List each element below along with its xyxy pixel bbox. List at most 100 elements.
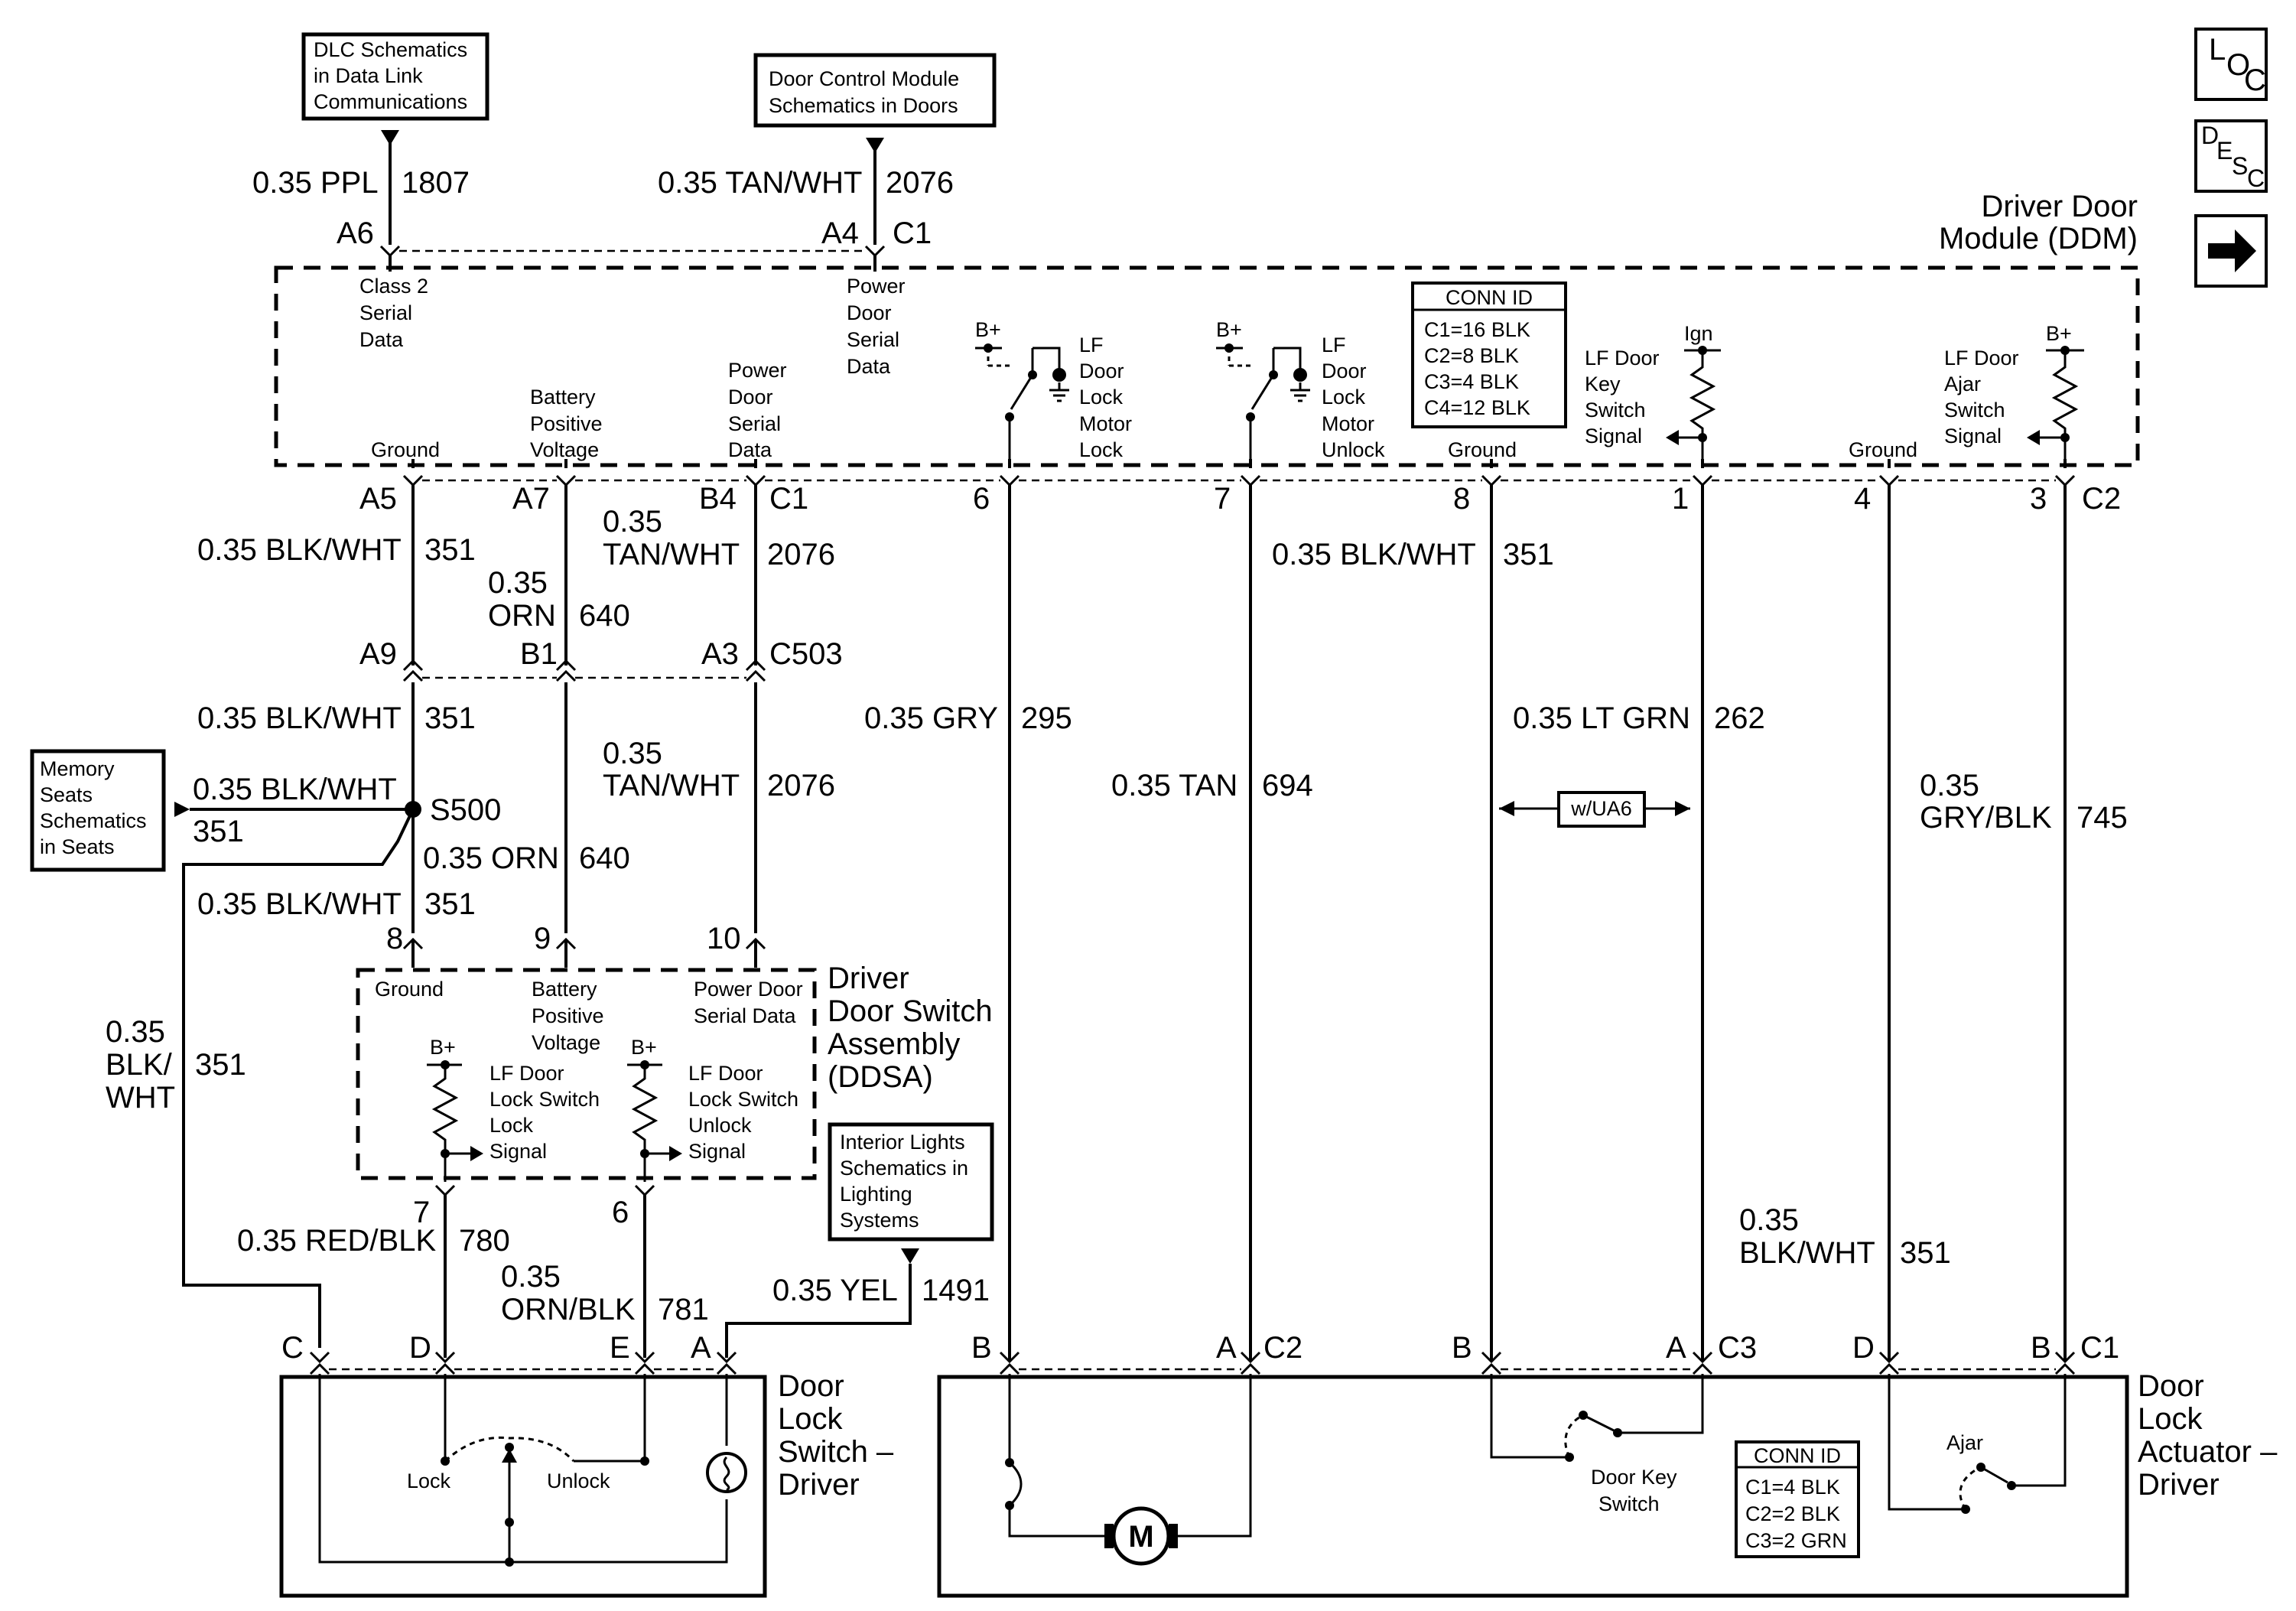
pin-b1: B1 bbox=[520, 637, 558, 671]
pin-a3: A3 bbox=[701, 637, 739, 671]
wire-351-circuit: 351 bbox=[1503, 538, 1554, 571]
next-page-button[interactable] bbox=[2194, 214, 2268, 288]
loc-letter-o: O bbox=[2226, 48, 2250, 82]
actuator-conn-id-row: C2=2 BLK bbox=[1745, 1502, 1840, 1525]
wire-745-circuit: 745 bbox=[2076, 801, 2128, 835]
pin-d: D bbox=[1852, 1331, 1875, 1365]
arrow-left-icon bbox=[1499, 801, 1514, 816]
bplus-label: B+ bbox=[1216, 318, 1242, 341]
wire-1491-circuit: 1491 bbox=[922, 1274, 990, 1307]
ua6-label: w/UA6 bbox=[1570, 797, 1632, 820]
ddm-class2-label: Class 2 bbox=[359, 275, 428, 298]
ddm-conn-id-row: C3=4 BLK bbox=[1424, 370, 1519, 393]
wire-351-circuit: 351 bbox=[424, 701, 476, 735]
wire-640-gauge: 0.35 bbox=[488, 566, 548, 600]
lock-position-label: Lock bbox=[407, 1469, 451, 1492]
door-control-ref-line2: Schematics in Doors bbox=[769, 94, 958, 117]
wire-2076-gauge: 0.35 bbox=[603, 505, 662, 539]
loc-button[interactable]: L O C bbox=[2194, 28, 2268, 101]
ddm-unlock-motor-label: Motor bbox=[1322, 412, 1374, 435]
ddm-title-line1: Driver Door bbox=[1982, 190, 2138, 223]
ddm-lock-motor-label: Motor bbox=[1079, 412, 1132, 435]
bplus-label: B+ bbox=[631, 1036, 657, 1059]
ddsa-unlock-signal-label: Signal bbox=[688, 1140, 746, 1163]
ddm-power-serial-top-label: Door bbox=[847, 301, 892, 324]
ddm-ground-label: Ground bbox=[1849, 438, 1917, 461]
right-arrow-icon bbox=[2208, 229, 2256, 272]
memory-seats-reference-box[interactable]: Memory Seats Schematics in Seats bbox=[30, 749, 166, 872]
wire-1807-gauge: 0.35 PPL bbox=[252, 166, 379, 200]
ddm-conn-id-row: C4=12 BLK bbox=[1424, 396, 1530, 419]
ddm-power-serial-top-label: Data bbox=[847, 355, 891, 378]
ddsa-title: (DDSA) bbox=[828, 1060, 933, 1094]
desc-letter-c: C bbox=[2247, 164, 2265, 192]
pin-b: B bbox=[1452, 1331, 1472, 1365]
ddm-battery-label: Battery bbox=[530, 386, 596, 408]
actuator-title: Door bbox=[2138, 1369, 2204, 1403]
unlock-position-label: Unlock bbox=[547, 1469, 610, 1492]
door-lock-switch-title: Lock bbox=[778, 1402, 843, 1436]
ddsa-ground-label: Ground bbox=[375, 978, 444, 1001]
wire-694-circuit: 694 bbox=[1262, 769, 1313, 802]
interior-lights-reference-box[interactable]: Interior Lights Schematics in Lighting S… bbox=[828, 1122, 994, 1242]
pin-a7: A7 bbox=[512, 482, 550, 516]
wire-351-gauge: 0.35 BLK/WHT bbox=[197, 533, 402, 567]
resistor-icon bbox=[1689, 350, 1716, 459]
wire-694-gauge: 0.35 TAN bbox=[1111, 769, 1237, 802]
pin-8: 8 bbox=[1453, 482, 1470, 516]
arrow-left-icon bbox=[2027, 430, 2040, 445]
relay-coil-icon bbox=[1052, 368, 1066, 382]
wire-351-circuit: 351 bbox=[424, 533, 476, 567]
unlock-motor-relay-symbol: B+ bbox=[1216, 318, 1310, 459]
ddm-battery-label: Positive bbox=[530, 412, 603, 435]
ddm-key-switch-label: Switch bbox=[1585, 399, 1646, 421]
arrow-down-icon bbox=[866, 138, 884, 153]
desc-button[interactable]: D E S C bbox=[2194, 119, 2268, 193]
ddm-lock-motor-label: LF bbox=[1079, 334, 1104, 356]
wire-2076-circuit: 2076 bbox=[886, 166, 954, 200]
resistor-icon bbox=[631, 1065, 659, 1182]
memory-seats-ref-line: Memory bbox=[40, 757, 115, 780]
wire-295-gauge: 0.35 GRY bbox=[864, 701, 998, 735]
ddm-class2-label: Serial bbox=[359, 301, 412, 324]
ign-label: Ign bbox=[1684, 322, 1713, 345]
conn-c2: C2 bbox=[2082, 482, 2121, 516]
wire-351-gauge: BLK/WHT bbox=[1739, 1236, 1875, 1270]
ddm-class2-label: Data bbox=[359, 328, 404, 351]
actuator-title: Driver bbox=[2138, 1468, 2220, 1502]
ground-icon bbox=[1049, 382, 1069, 402]
ddm-lock-motor-label: Lock bbox=[1079, 438, 1124, 461]
wire-351-gauge: 0.35 BLK/WHT bbox=[193, 773, 397, 806]
pin-b: B bbox=[971, 1331, 992, 1365]
pin-a: A bbox=[1216, 1331, 1237, 1365]
pin-8: 8 bbox=[386, 922, 403, 955]
ajar-switch-label: Ajar bbox=[1946, 1431, 1983, 1454]
ddsa-battery-label: Voltage bbox=[532, 1031, 600, 1054]
pin-a9: A9 bbox=[359, 637, 397, 671]
wire-262-gauge: 0.35 LT GRN bbox=[1513, 701, 1690, 735]
actuator-conn-id-row: C3=2 GRN bbox=[1745, 1529, 1847, 1552]
door-control-ref-line1: Door Control Module bbox=[769, 67, 959, 90]
arrow-up-icon bbox=[502, 1449, 517, 1463]
wire-781-gauge: ORN/BLK bbox=[501, 1293, 636, 1326]
arrow-right-icon bbox=[1675, 801, 1690, 816]
ddm-conn-id-title: CONN ID bbox=[1446, 286, 1533, 309]
ddm-lock-motor-label: Lock bbox=[1079, 386, 1124, 408]
door-control-reference-box[interactable]: Door Control Module Schematics in Doors bbox=[753, 53, 997, 128]
pin-1: 1 bbox=[1672, 482, 1689, 516]
wire-745-gauge: GRY/BLK bbox=[1920, 801, 2052, 835]
wire-351-gauge: WHT bbox=[106, 1081, 175, 1115]
driver-door-module: Driver Door Module (DDM) Class 2 Serial … bbox=[274, 190, 2140, 468]
lamp-icon bbox=[706, 1452, 747, 1493]
dlc-reference-box[interactable]: DLC Schematics in Data Link Communicatio… bbox=[301, 32, 489, 121]
dlc-ref-line3: Communications bbox=[314, 90, 467, 113]
bplus-label: B+ bbox=[430, 1036, 456, 1059]
resistor-icon bbox=[2051, 350, 2079, 459]
ddm-power-serial-top-label: Serial bbox=[847, 328, 899, 351]
ddm-conn-id-table: CONN ID C1=16 BLK C2=8 BLK C3=4 BLK C4=1… bbox=[1411, 282, 1567, 428]
interior-lights-ref-line: Interior Lights bbox=[840, 1131, 965, 1154]
wire-640-circuit: 640 bbox=[579, 599, 630, 633]
wire-351-gauge: 0.35 BLK/WHT bbox=[197, 701, 402, 735]
splice-s500-label: S500 bbox=[430, 793, 501, 827]
wire-351-circuit: 351 bbox=[424, 887, 476, 921]
